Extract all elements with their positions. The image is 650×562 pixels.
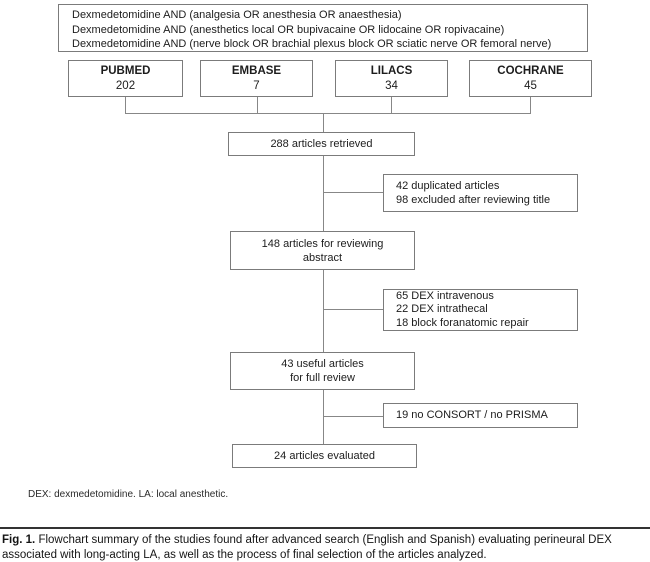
exclusion-line: 19 no CONSORT / no PRISMA (396, 409, 548, 422)
evaluated-articles-box: 24 articles evaluated (232, 444, 417, 468)
exclusion-box-title-review: 42 duplicated articles 98 excluded after… (383, 174, 578, 212)
exclusion-box-abstract-review: 65 DEX intravenous 22 DEX intrathecal 18… (383, 289, 578, 331)
connector-branch-abstract-exclusion (323, 309, 383, 310)
database-count: 202 (115, 80, 136, 92)
full-review-line: for full review (290, 372, 355, 384)
connector-horizontal-merge (125, 113, 531, 114)
database-box-embase: EMBASE 7 (200, 60, 313, 97)
exclusion-line: 42 duplicated articles (396, 179, 500, 192)
abstract-review-line: abstract (302, 251, 343, 264)
connector-stub-pubmed (125, 97, 126, 113)
caption-line-1: Fig. 1. Flowchart summary of the studies… (2, 533, 650, 548)
database-name: EMBASE (231, 65, 282, 77)
database-box-cochrane: COCHRANE 45 (469, 60, 592, 97)
retrieved-articles-label: 288 articles retrieved (270, 138, 373, 150)
caption-text-line1: Flowchart summary of the studies found a… (38, 534, 612, 546)
abbreviations-footnote: DEX: dexmedetomidine. LA: local anesthet… (28, 489, 229, 500)
database-name: LILACS (370, 65, 413, 77)
evaluated-articles-label: 24 articles evaluated (274, 450, 375, 462)
connector-stub-embase (257, 97, 258, 113)
retrieved-articles-box: 288 articles retrieved (228, 132, 415, 156)
connector-stub-cochrane (530, 97, 531, 113)
exclusion-line: 65 DEX intravenous (396, 289, 494, 302)
search-query-line: Dexmedetomidine AND (analgesia OR anesth… (72, 9, 402, 21)
connector-spine-to-evaluated (323, 390, 324, 444)
full-review-box: 43 useful articles for full review (230, 352, 415, 390)
search-query-line: Dexmedetomidine AND (nerve block OR brac… (72, 38, 552, 50)
exclusion-line: 22 DEX intrathecal (396, 303, 488, 316)
caption-divider-rule (0, 527, 650, 529)
exclusion-line: 18 block foranatomic repair (396, 316, 529, 329)
caption-text-line2: associated with long-acting LA, as well … (2, 548, 487, 561)
connector-branch-title-exclusion (323, 192, 383, 193)
connector-spine-to-full-review (323, 270, 324, 352)
database-box-pubmed: PUBMED 202 (68, 60, 183, 97)
search-query-line: Dexmedetomidine AND (anesthetics local O… (72, 23, 505, 36)
database-count: 45 (524, 80, 537, 92)
connector-spine-to-retrieved (323, 113, 324, 132)
database-box-lilacs: LILACS 34 (335, 60, 448, 97)
database-name: COCHRANE (497, 65, 564, 77)
figure-caption: Fig. 1. Flowchart summary of the studies… (2, 533, 650, 562)
abstract-review-line: 148 articles for reviewing (261, 237, 384, 250)
full-review-line: 43 useful articles (281, 358, 364, 370)
search-query-box: Dexmedetomidine AND (analgesia OR anesth… (58, 4, 588, 52)
connector-branch-fulltext-exclusion (323, 416, 383, 417)
connector-stub-lilacs (391, 97, 392, 113)
exclusion-box-full-text-review: 19 no CONSORT / no PRISMA (383, 403, 578, 428)
database-name: PUBMED (100, 65, 151, 77)
database-count: 34 (385, 80, 398, 92)
exclusion-line: 98 excluded after reviewing title (396, 194, 551, 206)
database-count: 7 (253, 80, 260, 92)
abstract-review-box: 148 articles for reviewing abstract (230, 231, 415, 270)
caption-label: Fig. 1. (2, 534, 36, 546)
connector-spine-to-abstract (323, 156, 324, 231)
